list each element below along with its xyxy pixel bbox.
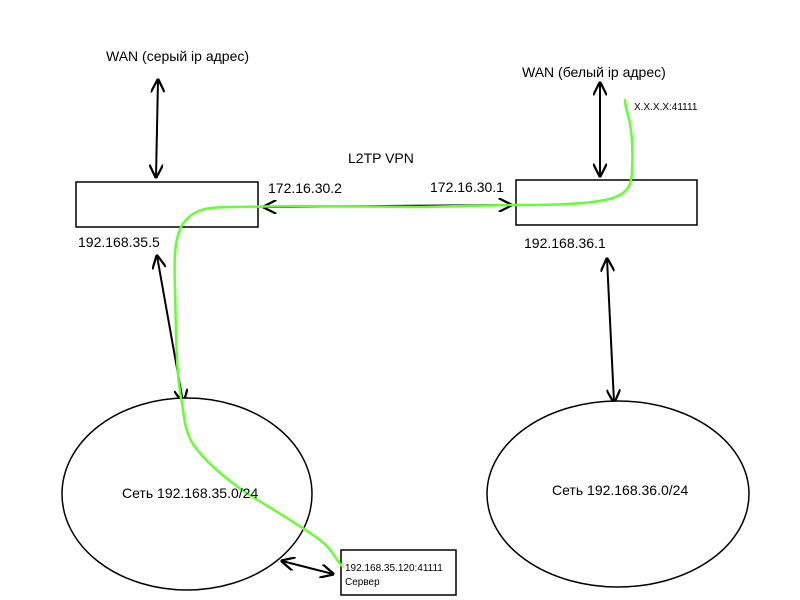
port-forward-route [173, 98, 634, 568]
router-left [75, 181, 259, 228]
wan-left-label: WAN (серый ip адрес) [106, 48, 249, 64]
public-endpoint-label: X.X.X.X:41111 [634, 102, 698, 113]
tunnel-left-ip-label: 172.16.30.2 [268, 180, 342, 196]
router-right-lan-ip-label: 192.168.36.1 [524, 235, 606, 251]
vpn-label: L2TP VPN [348, 150, 414, 166]
server-name-label: Сервер [345, 577, 380, 588]
server-box [340, 549, 457, 596]
server-address-label: 192.168.35.120:41111 [345, 563, 443, 574]
server-arrow [282, 561, 333, 574]
wan-left-arrow [156, 80, 158, 177]
router-right [515, 179, 698, 226]
network-right [486, 400, 750, 588]
network-right-label: Сеть 192.168.36.0/24 [552, 482, 688, 498]
lan-right-arrow [607, 259, 614, 402]
network-left-label: Сеть 192.168.35.0/24 [122, 485, 258, 501]
wan-right-label: WAN (белый ip адрес) [522, 64, 666, 80]
router-left-lan-ip-label: 192.168.35.5 [78, 234, 160, 250]
network-left [61, 397, 313, 591]
tunnel-right-ip-label: 172.16.30.1 [430, 179, 504, 195]
